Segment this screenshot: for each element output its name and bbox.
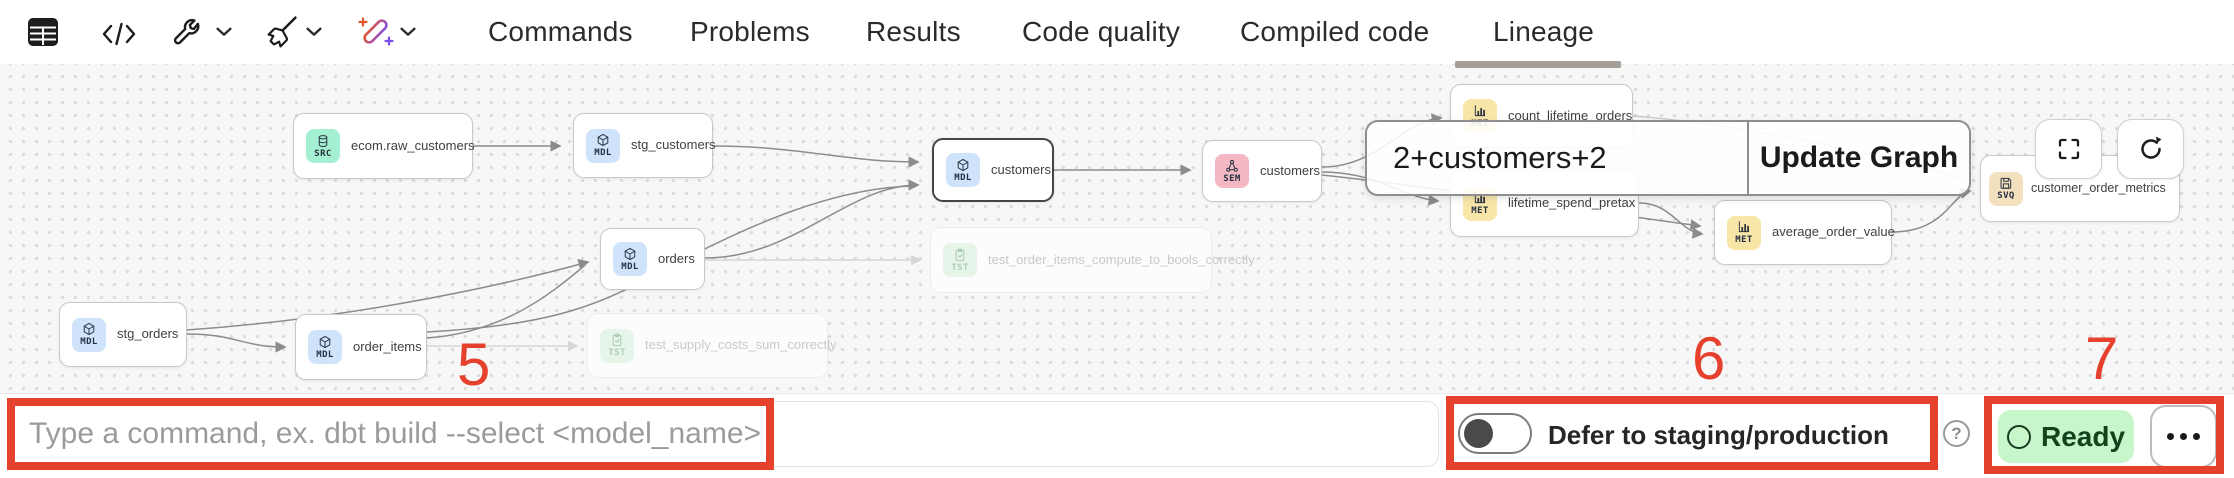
tab-results[interactable]: Results — [866, 16, 961, 47]
clipboard-check-icon — [610, 333, 624, 347]
status-badge-ready[interactable]: Ready — [1998, 410, 2134, 463]
bar-chart-icon — [1473, 104, 1487, 118]
chevron-down-icon[interactable] — [400, 27, 416, 37]
more-options-button[interactable] — [2150, 405, 2217, 468]
cube-icon — [318, 335, 332, 349]
node-stg-customers[interactable]: MDL stg_customers — [573, 113, 716, 178]
node-customers-model[interactable]: MDL customers — [932, 138, 1054, 202]
ai-wand-icon[interactable] — [356, 12, 396, 52]
cube-icon — [82, 322, 96, 336]
update-graph-button[interactable]: Update Graph — [1759, 141, 1959, 174]
help-icon[interactable]: ? — [1943, 420, 1970, 447]
broom-icon[interactable] — [264, 15, 298, 49]
source-badge: SRC — [306, 129, 340, 163]
node-order-items[interactable]: MDL order_items — [295, 314, 427, 380]
chevron-down-icon[interactable] — [306, 27, 322, 37]
cube-icon — [596, 133, 610, 147]
saved-query-badge: SVQ — [1989, 171, 2023, 206]
node-test-supply-costs-sum-correctly[interactable]: TST test_supply_costs_sum_correctly — [587, 313, 836, 378]
semantic-model-badge: SEM — [1215, 154, 1249, 188]
active-tab-underline — [1455, 61, 1621, 68]
tab-compiled-code[interactable]: Compiled code — [1240, 16, 1430, 47]
test-badge: TST — [943, 243, 977, 277]
share-nodes-icon — [1225, 159, 1239, 173]
node-ecom-raw-customers[interactable]: SRC ecom.raw_customers — [293, 113, 475, 179]
ellipsis-icon — [2167, 433, 2174, 440]
bar-chart-icon — [1737, 220, 1751, 234]
graph-selector-popover: 2+customers+2 Update Graph — [1365, 120, 1971, 196]
wrench-icon[interactable] — [170, 16, 202, 48]
refresh-icon — [2140, 136, 2161, 159]
node-average-order-value[interactable]: MET average_order_value — [1714, 200, 1895, 265]
database-icon — [316, 134, 330, 148]
test-badge: TST — [600, 328, 634, 363]
refresh-button[interactable] — [2117, 119, 2184, 179]
tab-code-quality[interactable]: Code quality — [1022, 16, 1181, 47]
model-badge: MDL — [72, 317, 106, 352]
status-circle-icon — [2006, 424, 2031, 449]
model-badge: MDL — [613, 242, 647, 276]
defer-toggle-label: Defer to staging/production — [1548, 420, 1889, 450]
floppy-disk-icon — [1999, 176, 2013, 190]
clipboard-check-icon — [953, 248, 967, 262]
node-customers-semantic[interactable]: SEM customers — [1202, 140, 1322, 202]
tab-lineage[interactable]: Lineage — [1493, 16, 1595, 47]
cube-icon — [956, 158, 970, 172]
status-label: Ready — [2040, 420, 2126, 452]
code-icon[interactable] — [101, 19, 137, 49]
selector-expression[interactable]: 2+customers+2 — [1393, 140, 1607, 175]
model-badge: MDL — [308, 330, 342, 364]
toggle-knob — [1464, 419, 1493, 448]
editor-toolbar: Commands Problems Results Code quality C… — [0, 0, 2234, 68]
node-test-order-items-compute-to-bools-correctly[interactable]: TST test_order_items_compute_to_bools_co… — [930, 227, 1255, 293]
chevron-down-icon[interactable] — [216, 27, 232, 37]
fullscreen-button[interactable] — [2035, 119, 2102, 179]
model-badge: MDL — [946, 153, 980, 187]
metric-badge: MET — [1727, 215, 1761, 250]
table-view-icon[interactable] — [28, 18, 58, 47]
command-input-container — [8, 401, 1439, 467]
fullscreen-icon — [2058, 138, 2079, 160]
cube-icon — [623, 247, 637, 261]
command-input[interactable] — [9, 402, 1438, 466]
node-stg-orders[interactable]: MDL stg_orders — [59, 302, 187, 367]
model-badge: MDL — [586, 128, 620, 163]
defer-toggle[interactable] — [1458, 413, 1532, 454]
tab-commands[interactable]: Commands — [488, 16, 633, 47]
tab-problems[interactable]: Problems — [690, 16, 810, 47]
node-orders[interactable]: MDL orders — [600, 228, 705, 290]
